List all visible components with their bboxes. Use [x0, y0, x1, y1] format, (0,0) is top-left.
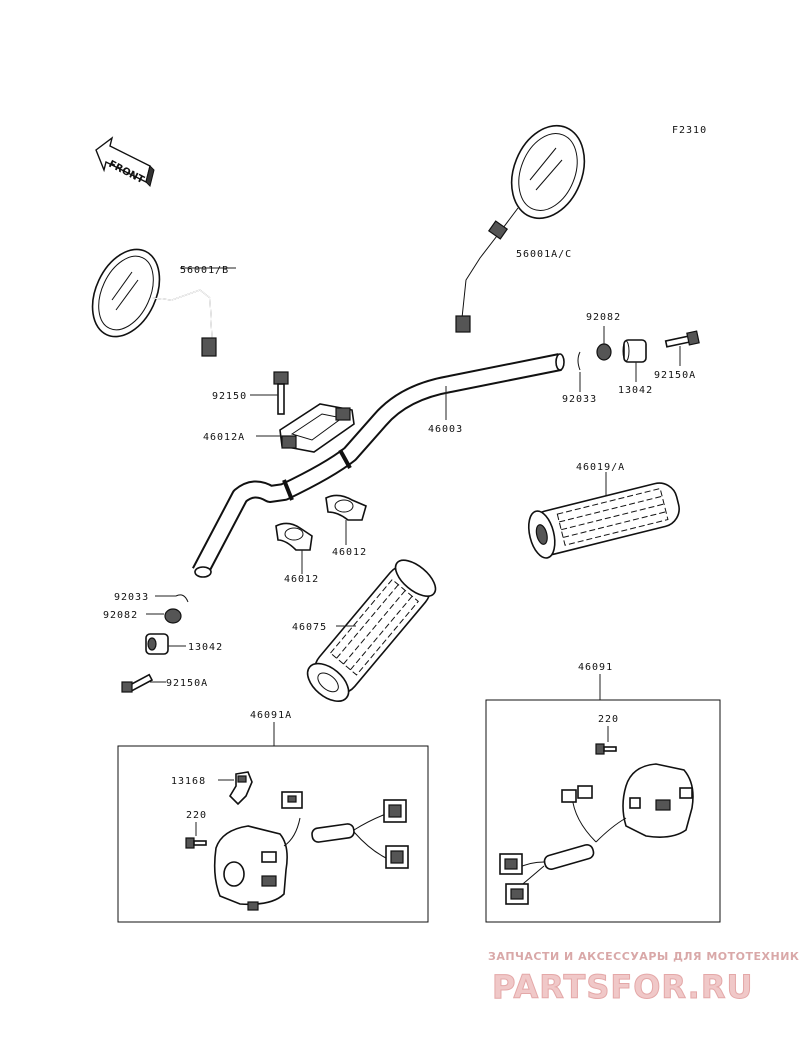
switch-left-box	[117, 745, 429, 923]
circlip-right	[577, 351, 581, 371]
label-mirror-left: 56001/B	[180, 265, 229, 276]
holder-lower-a	[325, 494, 367, 521]
grip-right	[527, 482, 680, 559]
switch-housing-left	[213, 825, 288, 911]
label-holder-lower-a: 46012	[332, 547, 367, 558]
label-switch-left: 46091A	[250, 710, 292, 721]
label-circlip-right: 92033	[562, 394, 597, 405]
label-grip-right: 46019/A	[576, 462, 625, 473]
label-clamp-left: 13168	[171, 776, 206, 787]
label-bolt-holder: 92150	[212, 391, 247, 402]
weight-right	[622, 339, 647, 363]
label-grip-left: 46075	[292, 622, 327, 633]
label-weight-right: 13042	[618, 385, 653, 396]
label-collar-left: 92082	[103, 610, 138, 621]
label-weight-left: 13042	[188, 642, 223, 653]
collar-right	[596, 343, 612, 361]
watermark-tagline: ЗАПЧАСТИ И АКСЕССУАРЫ ДЛЯ МОТОТЕХНИКИ	[488, 950, 800, 963]
label-screw-left: 220	[186, 810, 207, 821]
bolt-left	[121, 673, 154, 693]
circlip-left	[175, 594, 189, 603]
handlebar	[192, 353, 565, 578]
diagram-code: F2310	[672, 125, 707, 136]
collar-left	[164, 608, 182, 624]
screw-left	[185, 837, 207, 849]
label-circlip-left: 92033	[114, 592, 149, 603]
label-holder-lower-b: 46012	[284, 574, 319, 585]
wiring-right	[499, 785, 627, 905]
label-handlebar: 46003	[428, 424, 463, 435]
clamp-left	[228, 771, 253, 806]
weight-left	[145, 633, 169, 655]
label-bolt-left: 92150A	[166, 678, 208, 689]
label-holder-upper: 46012A	[203, 432, 245, 443]
mirror-left	[91, 248, 217, 357]
front-arrow-icon: FRONT	[95, 136, 155, 187]
label-screw-right: 220	[598, 714, 619, 725]
holder-lower-b	[275, 522, 313, 551]
switch-housing-right	[622, 763, 694, 838]
holder-upper	[279, 403, 355, 453]
switch-right-box	[485, 699, 721, 923]
label-collar-right: 92082	[586, 312, 621, 323]
label-switch-right: 46091	[578, 662, 613, 673]
watermark-logo: PARTSFOR.RU	[492, 968, 753, 1006]
bolt-right	[664, 330, 700, 348]
grip-left	[306, 559, 437, 702]
label-bolt-right: 92150A	[654, 370, 696, 381]
wiring-left	[281, 791, 409, 869]
mirror-right	[455, 124, 586, 333]
bolt-holder	[273, 371, 289, 415]
label-mirror-right: 56001A/C	[516, 249, 572, 260]
screw-right	[595, 743, 617, 755]
